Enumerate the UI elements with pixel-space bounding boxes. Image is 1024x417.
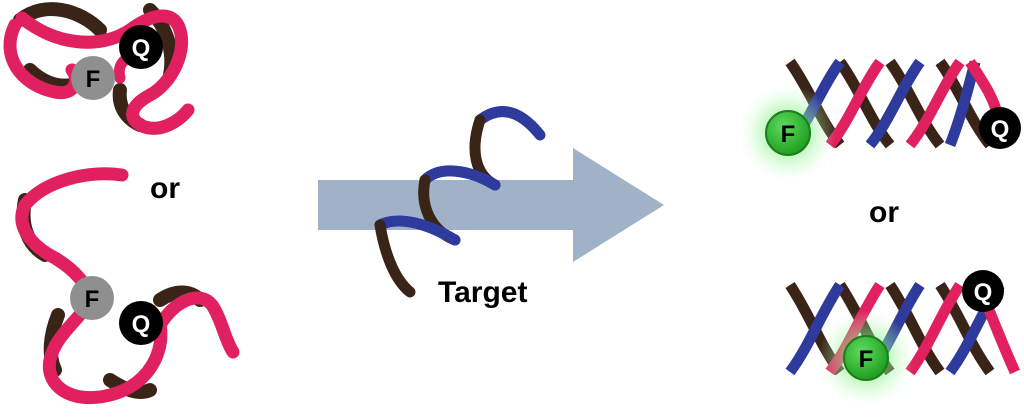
or-label-right: or [869,196,899,229]
arrow-right-icon [318,148,664,262]
fluorophore-label: F [86,66,101,93]
fluorophore-active-top: F [740,85,836,181]
quencher-bottom: Q [119,301,163,345]
fluorophore-label: F [859,346,874,373]
fluorophore-active-bottom: F [818,310,914,406]
fluorophore-label: F [781,121,796,148]
quencher-top-right: Q [979,107,1021,149]
quencher-label: Q [974,279,993,306]
target-label: Target [438,276,527,309]
fluorophore-label: F [85,286,100,313]
target-strand [374,106,546,298]
quencher-label: Q [991,116,1010,143]
or-label-left: or [150,172,180,205]
fluorophore-quenched-top: F [71,56,115,100]
probe-hairpin-closed-bottom [15,167,240,405]
quencher-label: Q [132,35,151,62]
quencher-label: Q [132,311,151,338]
probe-hairpin-closed-top [3,2,195,135]
fluorophore-quenched-bottom: F [70,276,114,320]
quencher-top: Q [119,25,163,69]
quencher-bottom-right: Q [962,270,1004,312]
